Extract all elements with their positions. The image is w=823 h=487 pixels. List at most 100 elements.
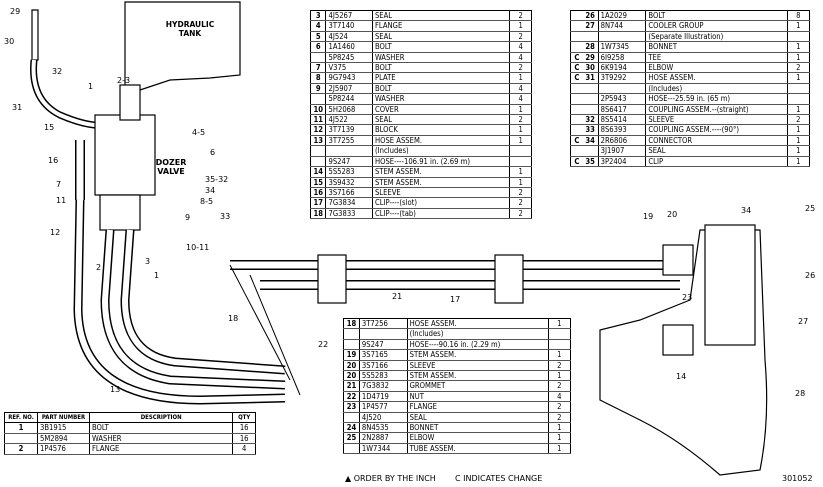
callout-32: 32 [52, 67, 63, 76]
part-number: 1A1460 [325, 41, 373, 53]
quantity: 1 [509, 124, 532, 136]
ref-number: 20 [343, 370, 360, 382]
part-number: 7G3833 [325, 208, 373, 220]
quantity: 1 [786, 135, 810, 147]
callout-28: 28 [795, 389, 806, 398]
description: SLEEVE [407, 360, 549, 372]
description: TUBE ASSEM. [407, 443, 549, 455]
part-number: 8N4535 [358, 422, 408, 434]
description: NUT [407, 391, 549, 403]
part-number: 7G3834 [325, 197, 373, 209]
quantity: 4 [547, 391, 571, 403]
ref-number [343, 339, 360, 351]
quantity: 1 [786, 124, 810, 136]
description: PLATE [372, 72, 510, 84]
part-number: 5H2068 [325, 104, 373, 116]
ref-number: 34 [582, 135, 599, 147]
ref-number [343, 412, 360, 424]
description: BOLT [372, 83, 510, 95]
description: TEE [645, 52, 788, 64]
part-number: 3S9432 [325, 177, 373, 188]
quantity: 2 [786, 114, 810, 126]
ref-number: 27 [582, 20, 599, 32]
quantity: 1 [547, 443, 571, 455]
description: SEAL [372, 31, 510, 43]
quantity: 4 [509, 41, 532, 53]
footnote-order: ▲ ORDER BY THE INCH [345, 474, 436, 483]
part-number: 1A2029 [597, 10, 647, 22]
footnote-change: C INDICATES CHANGE [455, 474, 543, 483]
callout-30: 30 [4, 37, 15, 46]
description: BOLT [372, 62, 510, 74]
ref-number: 21 [343, 380, 360, 392]
callout-33: 33 [220, 212, 231, 221]
part-number: 5P8244 [325, 93, 373, 105]
description: (Includes) [407, 328, 549, 340]
quantity [786, 93, 810, 105]
part-number: 3T9292 [597, 72, 647, 84]
description: FLANGE [89, 443, 233, 455]
quantity: 1 [547, 349, 571, 361]
ref-number: 19 [343, 349, 360, 361]
description: (Separate Illustration) [645, 31, 788, 43]
part-number: 2N2887 [358, 432, 408, 444]
quantity: 1 [786, 145, 810, 157]
ref-number: 15 [310, 177, 326, 188]
change-mark [570, 114, 583, 126]
description: FLANGE [407, 401, 549, 413]
ref-number: 7 [310, 62, 326, 74]
description: STEM ASSEM. [372, 177, 510, 188]
callout-25: 25 [805, 204, 816, 213]
ref-number [582, 83, 599, 95]
ref-number [310, 156, 326, 168]
quantity: 1 [509, 104, 532, 116]
part-number: 3P2404 [597, 156, 647, 168]
quantity: 4 [509, 52, 532, 64]
part-number [325, 145, 373, 157]
quantity: 1 [509, 20, 532, 32]
part-number: 8N744 [597, 20, 647, 32]
part-number: 9S247 [358, 339, 408, 351]
quantity: 4 [509, 83, 532, 95]
valve-label: DOZER VALVE [155, 158, 187, 176]
ref-number: 9 [310, 83, 326, 95]
callout-4-5: 4-5 [192, 128, 206, 137]
part-number: 3J1907 [597, 145, 647, 157]
quantity: 1 [509, 177, 532, 188]
quantity: 1 [786, 104, 810, 116]
part-number: 5P8245 [325, 52, 373, 64]
ref-number: 24 [343, 422, 360, 434]
ref-number [343, 443, 360, 455]
ref-number: 4 [310, 20, 326, 32]
callout-6: 6 [210, 148, 216, 157]
change-mark: C [570, 62, 583, 74]
part-number [597, 31, 647, 43]
part-number: 8S6393 [597, 124, 647, 136]
ref-number: 26 [582, 10, 599, 22]
ref-number [582, 145, 599, 157]
quantity: 16 [232, 433, 256, 445]
callout-3: 3 [145, 257, 151, 266]
table-row: (Includes) [343, 328, 571, 340]
ref-number: 3 [310, 10, 326, 22]
change-mark [570, 41, 583, 53]
callout-18: 18 [228, 314, 239, 323]
description: CLIP [645, 156, 788, 168]
part-number: 6K9194 [597, 62, 647, 74]
callout-21: 21 [392, 292, 403, 301]
